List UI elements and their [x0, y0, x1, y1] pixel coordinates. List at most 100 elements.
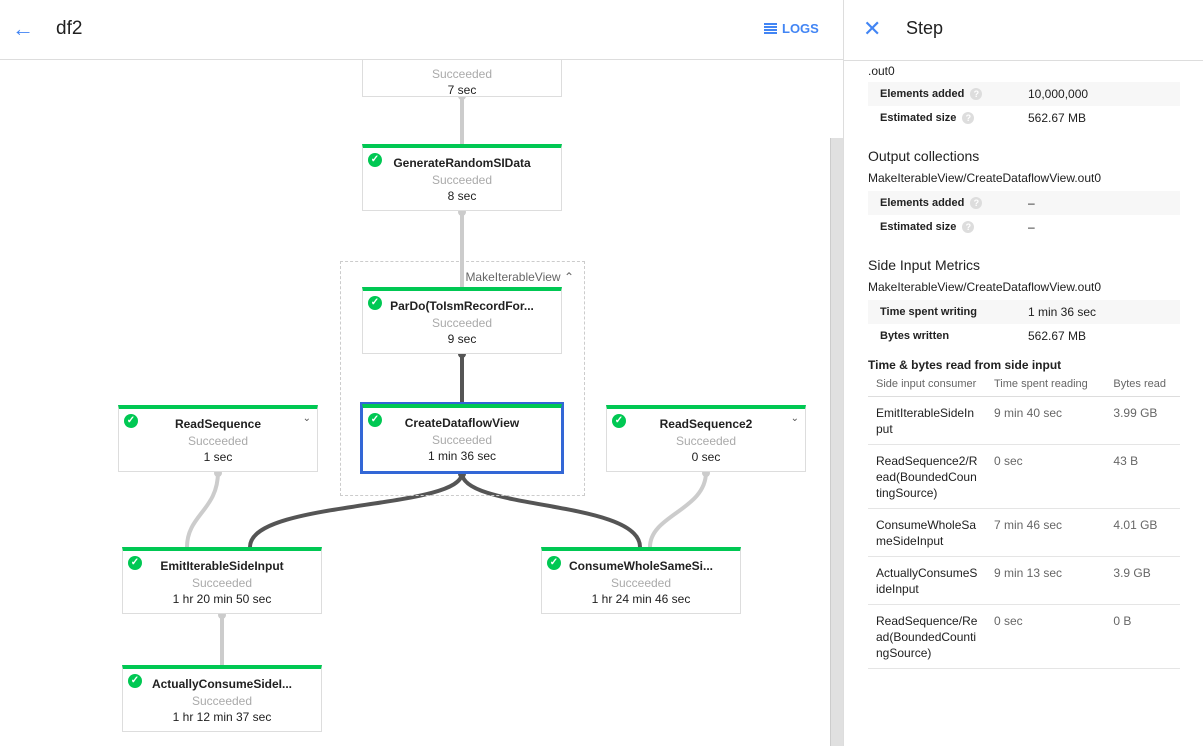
table-cell: 43 B — [1105, 444, 1180, 509]
table-cell: 9 min 40 sec — [986, 396, 1106, 445]
edge — [648, 471, 708, 548]
logs-button[interactable]: LOGS — [764, 21, 819, 36]
node-name: ReadSequence2 — [659, 417, 753, 431]
pipeline-graph[interactable]: MakeIterableView ⌃ Succeeded 7 sec ✓ Gen… — [0, 30, 830, 746]
back-arrow-icon[interactable]: ← — [12, 16, 34, 41]
panel-header: ✕ Step — [844, 0, 1203, 61]
node-status: Succeeded — [431, 316, 493, 330]
check-circle-icon: ✓ — [128, 556, 142, 570]
side-input-name: MakeIterableView/CreateDataflowView.out0 — [868, 280, 1102, 294]
node-status: Succeeded — [431, 67, 493, 81]
step-panel: ✕ Step .out0 Elements added?10,000,000 E… — [843, 0, 1203, 746]
node-status: Succeeded — [610, 576, 672, 590]
node-actually-consume-side-input[interactable]: ✓ ActuallyConsumeSideI... Succeeded 1 hr… — [122, 665, 322, 732]
graph-area: ← df2 LOGS MakeIterableView ⌃ Succeeded — [0, 0, 843, 746]
node-create-dataflow-view[interactable]: ✓ CreateDataflowView Succeeded 1 min 36 … — [360, 402, 564, 474]
side-input-metrics-heading: Side Input Metrics — [868, 257, 981, 273]
job-title: df2 — [56, 18, 83, 39]
table-cell: 7 min 46 sec — [986, 508, 1106, 557]
list-icon — [764, 23, 777, 34]
node-status: Succeeded — [675, 434, 737, 448]
output-collection-name: MakeIterableView/CreateDataflowView.out0 — [868, 171, 1102, 185]
scrollbar[interactable] — [830, 138, 843, 746]
check-circle-icon: ✓ — [368, 413, 382, 427]
node-time: 0 sec — [691, 450, 721, 464]
help-icon[interactable]: ? — [970, 197, 983, 210]
table-cell: 3.9 GB — [1105, 556, 1180, 605]
column-header: Side input consumer — [868, 374, 986, 397]
node-name: GenerateRandomSIData — [393, 156, 531, 170]
read-table-heading: Time & bytes read from side input — [868, 358, 1062, 372]
panel-title: Step — [906, 18, 944, 38]
panel-body: .out0 Elements added?10,000,000 Estimate… — [868, 64, 1180, 669]
node-status: Succeeded — [431, 173, 493, 187]
node-name: CreateDataflowView — [404, 416, 520, 430]
node-time: 1 hr 12 min 37 sec — [172, 710, 272, 724]
chevron-down-icon[interactable]: ⌄ — [790, 413, 799, 424]
chevron-down-icon[interactable]: ⌄ — [302, 413, 311, 424]
table-cell: ActuallyConsumeSideInput — [868, 556, 986, 605]
node-time: 7 sec — [447, 83, 477, 97]
node-emit-iterable-side-input[interactable]: ✓ EmitIterableSideInput Succeeded 1 hr 2… — [122, 547, 322, 614]
table-cell: 0 sec — [986, 444, 1106, 509]
group-label[interactable]: MakeIterableView ⌃ — [465, 270, 574, 284]
edge — [185, 471, 220, 548]
node-name: ParDo(ToIsmRecordFor... — [390, 299, 534, 313]
help-icon[interactable]: ? — [962, 112, 975, 125]
node-status: Succeeded — [191, 694, 253, 708]
help-icon[interactable]: ? — [962, 221, 975, 234]
output-collections-heading: Output collections — [868, 148, 980, 164]
check-circle-icon: ✓ — [368, 153, 382, 167]
node-read-sequence2[interactable]: ✓ ⌄ ReadSequence2 Succeeded 0 sec — [606, 405, 806, 472]
node-status: Succeeded — [191, 576, 253, 590]
node-time: 1 hr 20 min 50 sec — [172, 592, 272, 606]
column-header: Bytes read — [1105, 374, 1180, 397]
node-time: 9 sec — [447, 332, 477, 346]
table-row: ReadSequence/Read(BoundedCountingSource)… — [868, 604, 1180, 669]
node-name: EmitIterableSideInput — [160, 559, 284, 573]
node-time: 1 sec — [203, 450, 233, 464]
node-generate-random-si-data[interactable]: ✓ GenerateRandomSIData Succeeded 8 sec — [362, 144, 562, 211]
node-name: ActuallyConsumeSideI... — [151, 677, 293, 691]
edge — [248, 472, 464, 548]
side-input-read-table: Side input consumer Time spent reading B… — [868, 374, 1180, 669]
table-cell: ReadSequence/Read(BoundedCountingSource) — [868, 604, 986, 669]
node-time: 1 hr 24 min 46 sec — [591, 592, 691, 606]
help-icon[interactable]: ? — [970, 88, 983, 101]
check-circle-icon: ✓ — [124, 414, 138, 428]
check-circle-icon: ✓ — [612, 414, 626, 428]
job-header: ← df2 LOGS — [0, 0, 843, 60]
table-cell: 3.99 GB — [1105, 396, 1180, 445]
check-circle-icon: ✓ — [368, 296, 382, 310]
node-time: 1 min 36 sec — [427, 449, 497, 463]
logs-label: LOGS — [782, 21, 819, 36]
node-name: ConsumeWholeSameSi... — [568, 559, 714, 573]
table-row: ReadSequence2/Read(BoundedCountingSource… — [868, 444, 1180, 509]
metric-row: Estimated size?– — [880, 220, 1035, 234]
group-make-iterable-view: MakeIterableView ⌃ — [340, 261, 585, 496]
table-cell: 0 B — [1105, 604, 1180, 669]
node-consume-whole-same-side-input[interactable]: ✓ ConsumeWholeSameSi... Succeeded 1 hr 2… — [541, 547, 741, 614]
close-icon[interactable]: ✕ — [863, 16, 882, 41]
table-cell: ConsumeWholeSameSideInput — [868, 508, 986, 557]
table-cell: ReadSequence2/Read(BoundedCountingSource… — [868, 444, 986, 509]
table-cell: 9 min 13 sec — [986, 556, 1106, 605]
node-status: Succeeded — [187, 434, 249, 448]
metric-row: Elements added?10,000,000 — [868, 82, 1180, 106]
partial-collection-name: .out0 — [868, 64, 895, 78]
node-time: 8 sec — [447, 189, 477, 203]
node-name: ReadSequence — [174, 417, 262, 431]
table-cell: EmitIterableSideInput — [868, 396, 986, 445]
node-read-sequence[interactable]: ✓ ⌄ ReadSequence Succeeded 1 sec — [118, 405, 318, 472]
node-pardo[interactable]: ✓ ParDo(ToIsmRecordFor... Succeeded 9 se… — [362, 287, 562, 354]
check-circle-icon: ✓ — [128, 674, 142, 688]
edge — [460, 472, 642, 548]
column-header: Time spent reading — [986, 374, 1106, 397]
metric-row: Elements added?– — [868, 191, 1180, 215]
check-circle-icon: ✓ — [547, 556, 561, 570]
